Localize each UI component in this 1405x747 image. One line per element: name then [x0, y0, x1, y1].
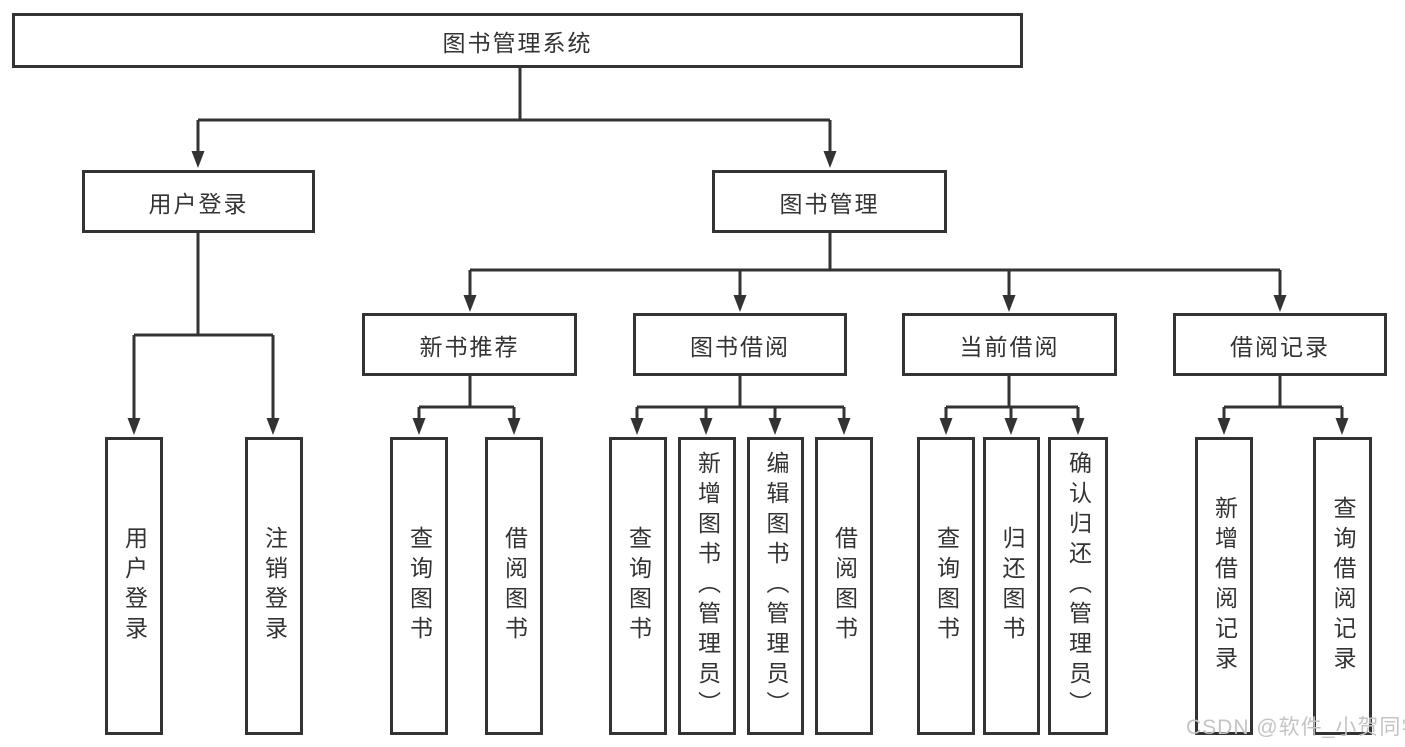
node-new-books: 新书推荐 — [362, 313, 577, 376]
arrowhead — [823, 151, 837, 168]
new-books-connector — [417, 376, 516, 420]
arrowhead — [1071, 418, 1085, 435]
arrowhead — [1273, 295, 1287, 312]
arrowhead — [699, 418, 713, 435]
arrowhead — [768, 418, 782, 435]
node-root: 图书管理系统 — [12, 13, 1023, 68]
node-borrow-records: 借阅记录 — [1173, 313, 1387, 376]
root-connector — [196, 68, 832, 153]
node-book-mgmt: 图书管理 — [712, 170, 947, 233]
leaf-confirm-return-admin: 确认归还（管理员） — [1048, 437, 1108, 735]
current-borrow-connector — [944, 376, 1080, 420]
borrow-records-connector — [1222, 376, 1344, 420]
arrowhead — [1002, 295, 1016, 312]
leaf-query-borrow-record: 查询借阅记录 — [1313, 437, 1372, 735]
arrowhead — [412, 418, 426, 435]
arrowheads — [127, 151, 1349, 435]
arrowhead — [1335, 418, 1349, 435]
book-borrow-connector — [635, 376, 846, 420]
node-user-login: 用户登录 — [82, 170, 315, 233]
arrowhead — [266, 418, 280, 435]
mgmt-connector — [468, 233, 1282, 297]
arrowhead — [127, 418, 141, 435]
arrowhead — [191, 151, 205, 168]
arrowhead — [630, 418, 644, 435]
leaf-borrow-books-2: 借阅图书 — [815, 437, 873, 735]
leaf-user-login: 用户登录 — [105, 437, 163, 735]
leaf-return-book: 归还图书 — [983, 437, 1040, 735]
leaf-query-books-2: 查询图书 — [609, 437, 667, 735]
leaf-add-book-admin: 新增图书（管理员） — [678, 437, 736, 735]
leaf-borrow-books-1: 借阅图书 — [485, 437, 543, 735]
node-current-borrow: 当前借阅 — [902, 313, 1117, 376]
arrowhead — [1217, 418, 1231, 435]
node-book-borrow: 图书借阅 — [633, 313, 847, 376]
leaf-add-borrow-record: 新增借阅记录 — [1195, 437, 1253, 735]
arrowhead — [939, 418, 953, 435]
arrowhead — [733, 295, 747, 312]
leaf-logout: 注销登录 — [245, 437, 303, 735]
arrowhead — [507, 418, 521, 435]
leaf-query-books-1: 查询图书 — [390, 437, 448, 735]
leaf-query-books-3: 查询图书 — [917, 437, 975, 735]
login-connector — [132, 233, 275, 420]
arrowhead — [463, 295, 477, 312]
leaf-edit-book-admin: 编辑图书（管理员） — [747, 437, 804, 735]
arrowhead — [837, 418, 851, 435]
watermark: CSDN @软件_小贺同学 — [1186, 716, 1405, 739]
arrowhead — [1004, 418, 1018, 435]
